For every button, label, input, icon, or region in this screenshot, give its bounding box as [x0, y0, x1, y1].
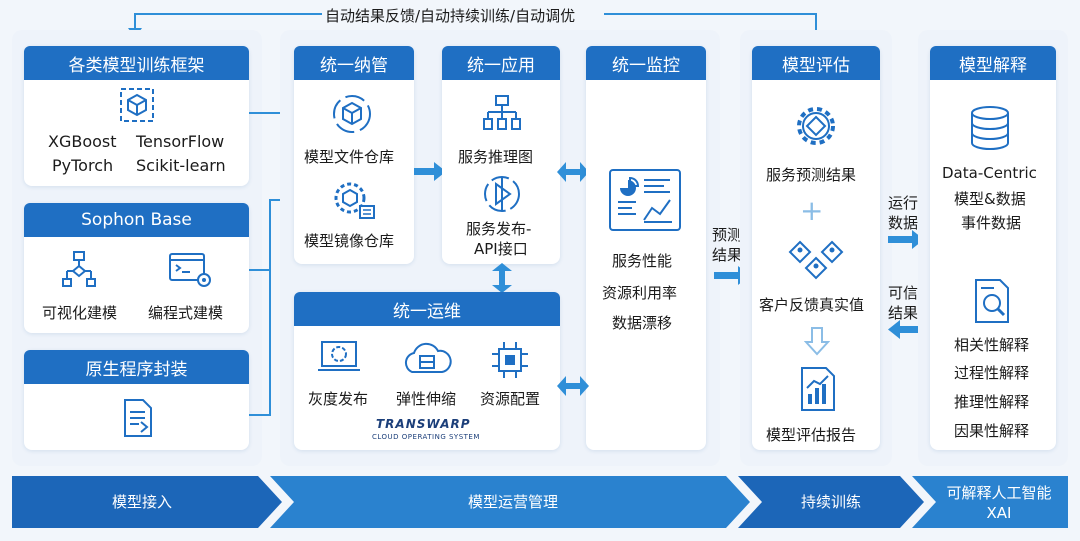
ops-item-3: 资源配置	[480, 390, 541, 408]
monitor-item-3: 数据漂移	[612, 314, 673, 332]
feedback-value-label: 客户反馈真实值	[759, 296, 865, 314]
prediction-label: 服务预测结果	[766, 166, 857, 184]
publish-icon	[484, 176, 520, 212]
gear-diamond-icon	[797, 107, 835, 145]
down-arrow-icon	[804, 327, 830, 356]
native-title: 原生程序封装	[24, 350, 249, 384]
database-icon	[971, 106, 1009, 150]
report-icon	[801, 367, 835, 411]
framework-xgboost: XGBoost	[48, 132, 117, 151]
explain-title: 模型解释	[930, 46, 1056, 80]
app-box: 统一应用	[442, 46, 560, 264]
people-diamond-icon	[788, 240, 844, 280]
explain-box: 模型解释	[930, 46, 1056, 450]
app-ops-arrow	[492, 263, 512, 293]
stage-continuous-training: 持续训练	[800, 493, 861, 511]
sophon-box: Sophon Base	[24, 203, 249, 333]
dashboard-icon	[609, 169, 681, 231]
code-modeling-label: 编程式建模	[148, 304, 224, 322]
visual-modeling-label: 可视化建模	[42, 304, 118, 322]
cube-icon	[120, 88, 154, 122]
sophon-title: Sophon Base	[24, 203, 249, 237]
plus-icon: +	[800, 194, 824, 227]
chip-icon	[492, 342, 528, 378]
stage-xai-line2: XAI	[986, 504, 1012, 522]
run-data-label-1: 运行	[888, 194, 919, 212]
document-icon	[124, 399, 152, 437]
framework-pytorch: PyTorch	[52, 156, 114, 175]
search-document-icon	[975, 279, 1009, 323]
mgmt-box: 统一纳管	[294, 46, 414, 264]
cloud-scale-icon	[404, 342, 452, 373]
training-box: 各类模型训练框架	[24, 46, 249, 186]
explain-item-2: 过程性解释	[954, 364, 1030, 382]
predict-label-2: 结果	[712, 246, 743, 264]
inference-label: 服务推理图	[458, 148, 534, 166]
stage-access: 模型接入	[111, 493, 172, 511]
publish-label-2: API接口	[474, 240, 528, 258]
code-window-icon	[169, 253, 211, 287]
explain-data-3: 事件数据	[961, 214, 1022, 232]
mgmt-title: 统一纳管	[294, 46, 414, 80]
eval-title: 模型评估	[752, 46, 880, 80]
ops-item-1: 灰度发布	[308, 390, 369, 408]
file-repo-label: 模型文件仓库	[304, 148, 395, 166]
monitor-item-2: 资源利用率	[602, 284, 678, 302]
training-title: 各类模型训练框架	[24, 46, 249, 80]
run-data-label-2: 数据	[888, 214, 919, 232]
report-label: 模型评估报告	[766, 426, 857, 444]
trusted-label-1: 可信	[888, 284, 919, 302]
image-repo-label: 模型镜像仓库	[304, 232, 395, 250]
app-title: 统一应用	[442, 46, 560, 80]
trusted-arrow	[888, 320, 924, 339]
box-cycle-icon	[333, 95, 371, 133]
publish-label-1: 服务发布-	[466, 220, 532, 238]
explain-item-3: 推理性解释	[954, 393, 1030, 411]
app-monitor-arrow	[557, 162, 589, 182]
framework-scikit: Scikit-learn	[136, 156, 226, 175]
stage-operations: 模型运营管理	[467, 493, 558, 511]
monitor-box: 统一监控	[586, 46, 706, 450]
explain-item-1: 相关性解释	[954, 336, 1030, 354]
stage-xai-line1: 可解释人工智能	[946, 484, 1052, 502]
predict-label-1: 预测	[712, 226, 743, 244]
ops-monitor-arrow	[557, 376, 589, 396]
stage-bar	[12, 476, 1068, 528]
transwarp-subtitle: CLOUD OPERATING SYSTEM	[372, 433, 480, 441]
transwarp-logo: TRANSWARP	[376, 417, 471, 431]
framework-tensorflow: TensorFlow	[136, 132, 225, 151]
monitor-title: 统一监控	[586, 46, 706, 80]
explain-item-4: 因果性解释	[954, 422, 1030, 440]
mgmt-to-app-arrow	[414, 162, 446, 181]
ops-title: 统一运维	[294, 292, 560, 326]
monitor-item-1: 服务性能	[612, 252, 673, 270]
network-icon	[483, 95, 521, 130]
feedback-label: 自动结果反馈/自动持续训练/自动调优	[325, 7, 576, 25]
flowchart-icon	[62, 251, 96, 287]
left-connectors	[249, 108, 296, 416]
trusted-label-2: 结果	[888, 304, 919, 322]
ops-item-2: 弹性伸缩	[396, 390, 457, 408]
gray-release-icon	[318, 341, 360, 371]
explain-data-1: Data-Centric	[942, 164, 1037, 182]
gear-box-icon	[334, 182, 375, 219]
explain-data-2: 模型&数据	[954, 190, 1026, 208]
